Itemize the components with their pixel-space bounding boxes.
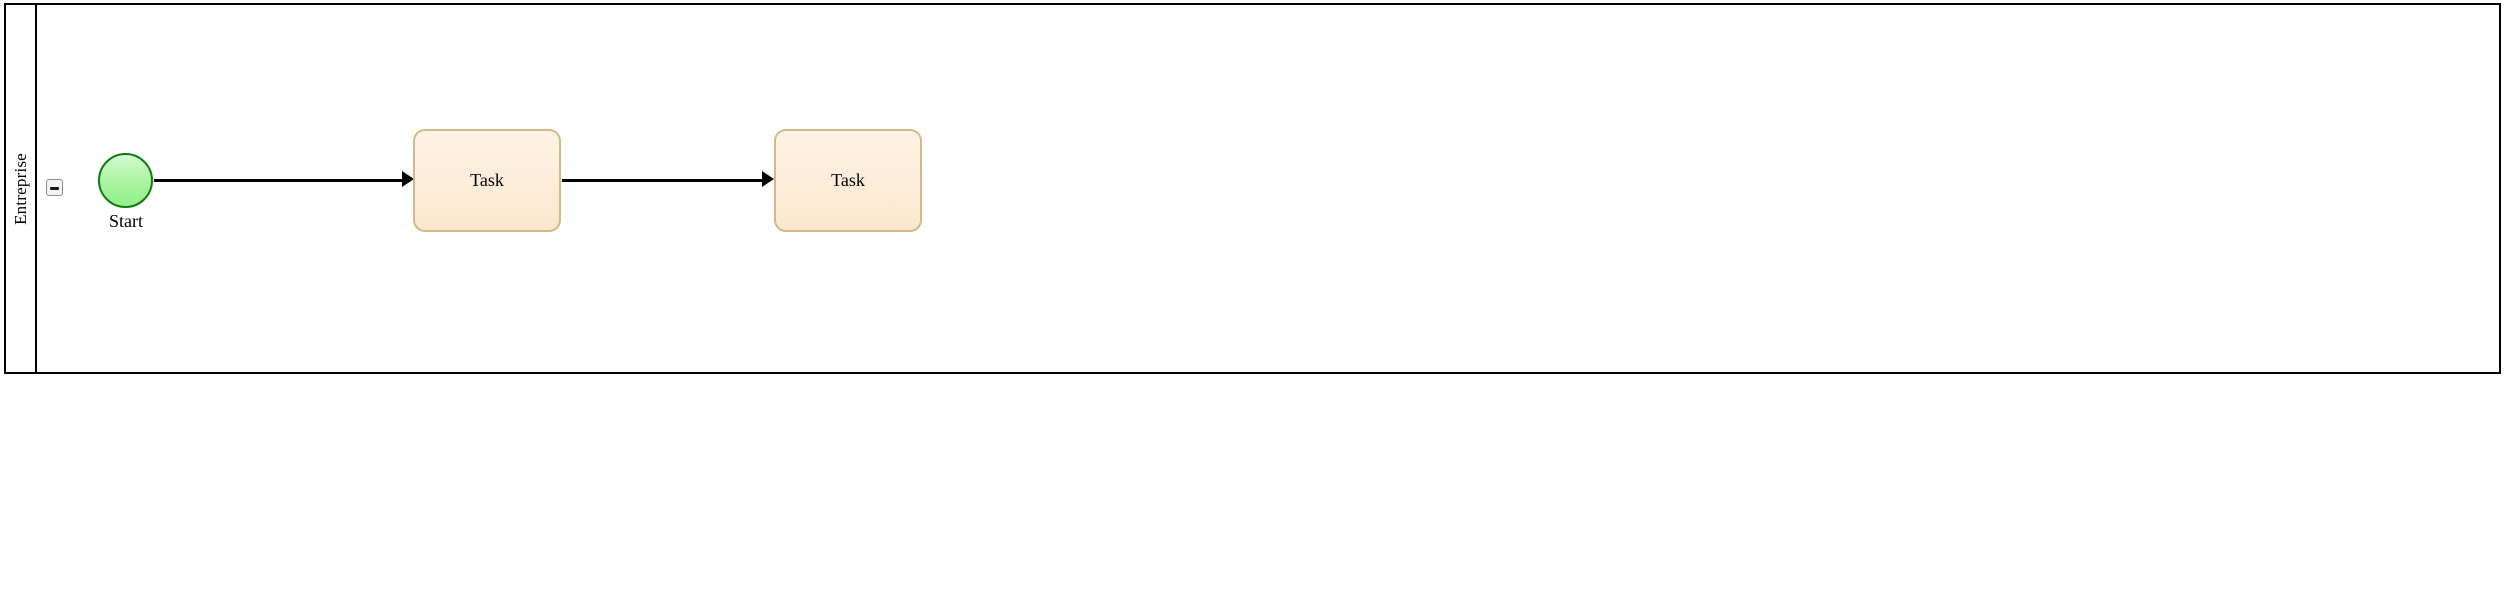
pool-entreprise[interactable]: Entreprise Start Task Task [4,3,2501,374]
minus-icon [50,187,59,190]
arrowhead-icon [762,171,774,187]
sequence-flow-start-to-task1[interactable] [154,179,406,182]
pool-collapse-button[interactable] [46,179,63,196]
pool-title-label: Entreprise [10,152,30,225]
pool-header-strip[interactable]: Entreprise [6,5,37,372]
sequence-flow-task1-to-task2[interactable] [562,179,766,182]
start-event-node[interactable] [98,153,153,208]
arrowhead-icon [402,171,414,187]
task-node-2[interactable]: Task [774,129,922,232]
start-event-label: Start [109,211,143,231]
task-label-2: Task [831,170,865,190]
task-node-1[interactable]: Task [413,129,561,232]
task-label-1: Task [470,170,504,190]
